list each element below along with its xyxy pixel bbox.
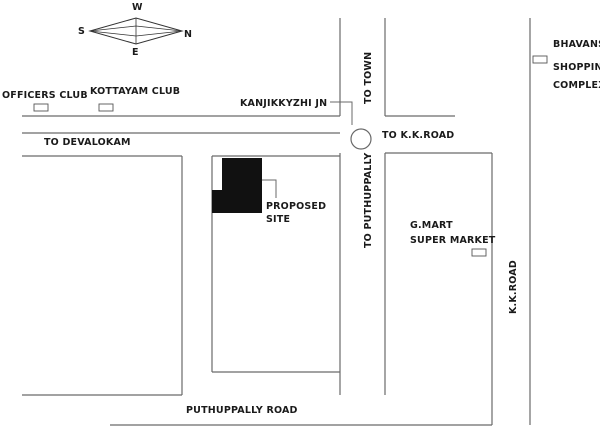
- bhavans-label-line1: BHAVANS: [553, 39, 600, 50]
- to-devalokam-label: TO DEVALOKAM: [44, 137, 131, 148]
- kanjikkuzhi-jn-label: KANJIKKYZHI JN: [240, 98, 327, 109]
- kk-road-label: K.K.ROAD: [508, 260, 519, 314]
- proposed-site: [212, 158, 277, 213]
- gmart-label-line1: G.MART: [410, 220, 453, 231]
- to-puthuppally-label: TO PUTHUPPALLY: [363, 153, 374, 248]
- kanjikkuzhi-leader: [330, 101, 353, 125]
- bhavans-label-line3: COMPLEX: [553, 80, 600, 91]
- compass-rose: W S E N: [78, 2, 192, 58]
- kottayam-club-label: KOTTAYAM CLUB: [90, 86, 180, 97]
- gmart-label-line2: SUPER MARKET: [410, 235, 496, 246]
- road-network: [22, 18, 531, 426]
- compass-north-label: N: [184, 29, 192, 40]
- compass-inner-diamond: [89, 25, 183, 37]
- compass-south-label: S: [78, 26, 85, 37]
- proposed-site-shape: [212, 158, 262, 213]
- bhavans-marker: [532, 55, 548, 64]
- to-kk-road-label: TO K.K.ROAD: [382, 130, 454, 141]
- officers-club-label: OFFICERS CLUB: [2, 90, 88, 101]
- proposed-site-label-line2: SITE: [266, 214, 290, 225]
- puthuppally-road-label: PUTHUPPALLY ROAD: [186, 405, 298, 416]
- roundabout: [350, 128, 372, 150]
- bhavans-label-line2: SHOPPING: [553, 62, 600, 73]
- gmart-marker: [471, 248, 487, 257]
- proposed-site-leader: [262, 179, 277, 198]
- officers-club-marker: [33, 103, 49, 112]
- proposed-site-label-line1: PROPOSED: [266, 201, 326, 212]
- to-town-label: TO TOWN: [363, 52, 374, 104]
- kottayam-club-marker: [98, 103, 114, 112]
- compass-east-label: E: [132, 47, 139, 58]
- compass-west-label: W: [132, 2, 143, 13]
